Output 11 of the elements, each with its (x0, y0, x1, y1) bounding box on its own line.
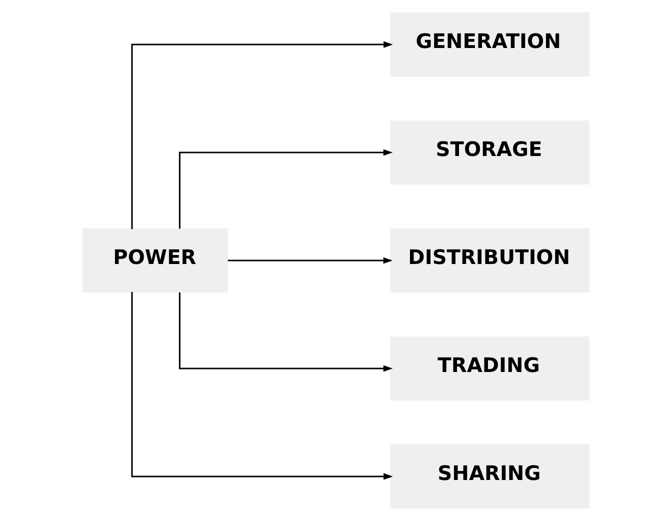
arrow (228, 257, 393, 264)
node-box: TRADING (390, 336, 590, 400)
arrow (131, 41, 393, 230)
node-box: POWER (82, 228, 228, 293)
arrow (131, 292, 393, 480)
node-box: DISTRIBUTION (390, 228, 590, 293)
node-box: STORAGE (390, 120, 590, 185)
node-box: GENERATION (390, 12, 590, 77)
arrow (178, 149, 393, 229)
arrow (178, 292, 393, 372)
node-box: SHARING (390, 444, 590, 508)
